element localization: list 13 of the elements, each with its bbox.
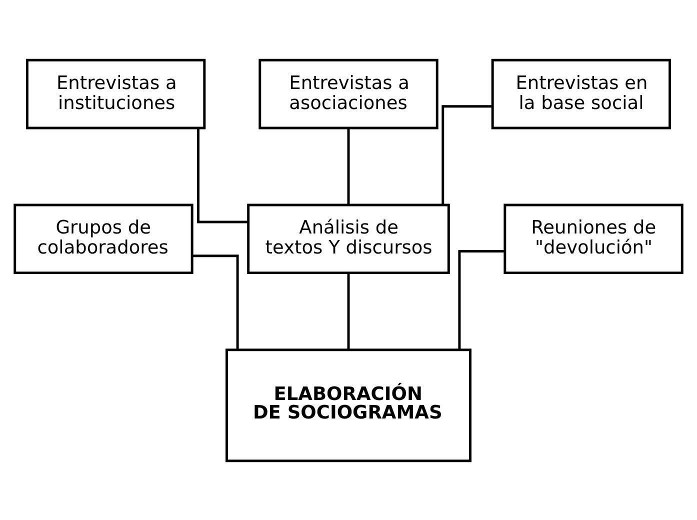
connector [192,254,239,350]
node-box: Entrevistas a asociaciones [258,58,438,129]
connector [347,128,350,204]
connector [442,104,492,204]
node-box: ELABORACIÓN DE SOCIOGRAMAS [226,348,472,462]
node-box: Entrevistas en la base social [491,58,672,129]
connector [197,128,248,223]
node-box: Entrevistas a instituciones [26,58,206,129]
node-box: Grupos de colaboradores [14,203,194,274]
connector [458,250,505,350]
node-box: Reuniones de "devolución" [504,203,684,274]
connector [347,272,350,350]
node-box: Análisis de textos Y discursos [247,203,450,274]
